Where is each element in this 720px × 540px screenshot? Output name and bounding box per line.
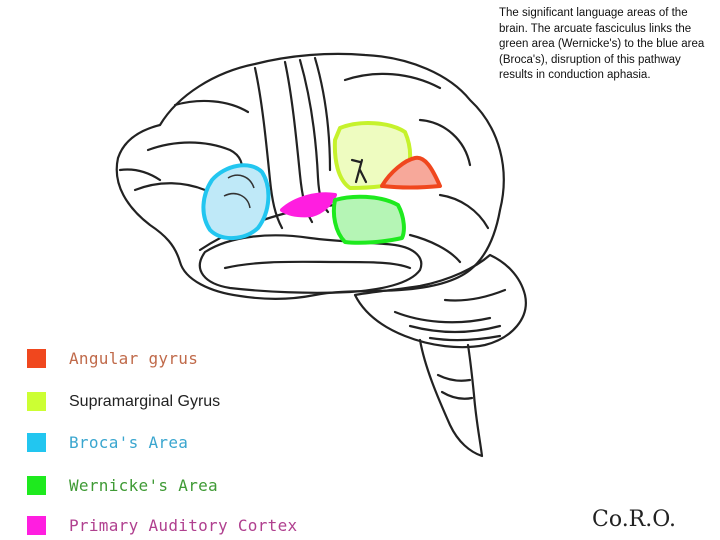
- brainstem-outline: [418, 338, 484, 458]
- cerebellum-fold: [408, 324, 502, 334]
- frontal-fold: [118, 168, 162, 182]
- cerebellum-outline: [353, 253, 527, 349]
- occipital-fold: [438, 193, 490, 230]
- broca-fold: [227, 174, 255, 189]
- wernickes-area-region: [331, 194, 406, 245]
- parietal-fold: [343, 72, 442, 90]
- legend-label: Angular gyrus: [69, 349, 199, 368]
- brain-outline: [115, 52, 505, 300]
- legend-label: Primary Auditory Cortex: [69, 516, 298, 535]
- signature-text: Co.R.O.: [592, 507, 676, 532]
- legend-swatch: [27, 392, 46, 411]
- legend-label: Wernicke's Area: [69, 476, 218, 495]
- parietal-fold: [418, 118, 472, 167]
- brainstem-line: [440, 390, 474, 400]
- legend-label: Supramarginal Gyrus: [69, 393, 221, 410]
- cerebellum-fold: [393, 310, 492, 324]
- cerebellum-fold: [428, 334, 502, 342]
- temporal-lobe-outline: [198, 234, 423, 294]
- occipital-fold: [408, 233, 462, 264]
- frontal-fold: [173, 99, 250, 114]
- brainstem-line: [436, 373, 472, 382]
- central-sulcus: [298, 58, 330, 214]
- angular-gyrus-region: [380, 155, 442, 190]
- broca-fold: [223, 192, 251, 209]
- legend-swatch: [27, 433, 46, 452]
- legend-swatch: [27, 349, 46, 368]
- legend-swatch: [27, 516, 46, 535]
- diagram-caption: The significant language areas of the br…: [499, 7, 705, 82]
- legend-swatch: [27, 476, 46, 495]
- frontal-fold: [133, 182, 207, 192]
- temporal-sulcus: [223, 260, 412, 270]
- cerebellum-fold: [443, 288, 507, 302]
- brocas-area-region: [201, 163, 271, 240]
- supramarginal-mark: [350, 158, 368, 184]
- central-sulcus: [253, 66, 284, 230]
- central-sulcus: [313, 56, 332, 172]
- legend-label: Broca's Area: [69, 433, 189, 452]
- primary-auditory-cortex-region: [280, 192, 337, 218]
